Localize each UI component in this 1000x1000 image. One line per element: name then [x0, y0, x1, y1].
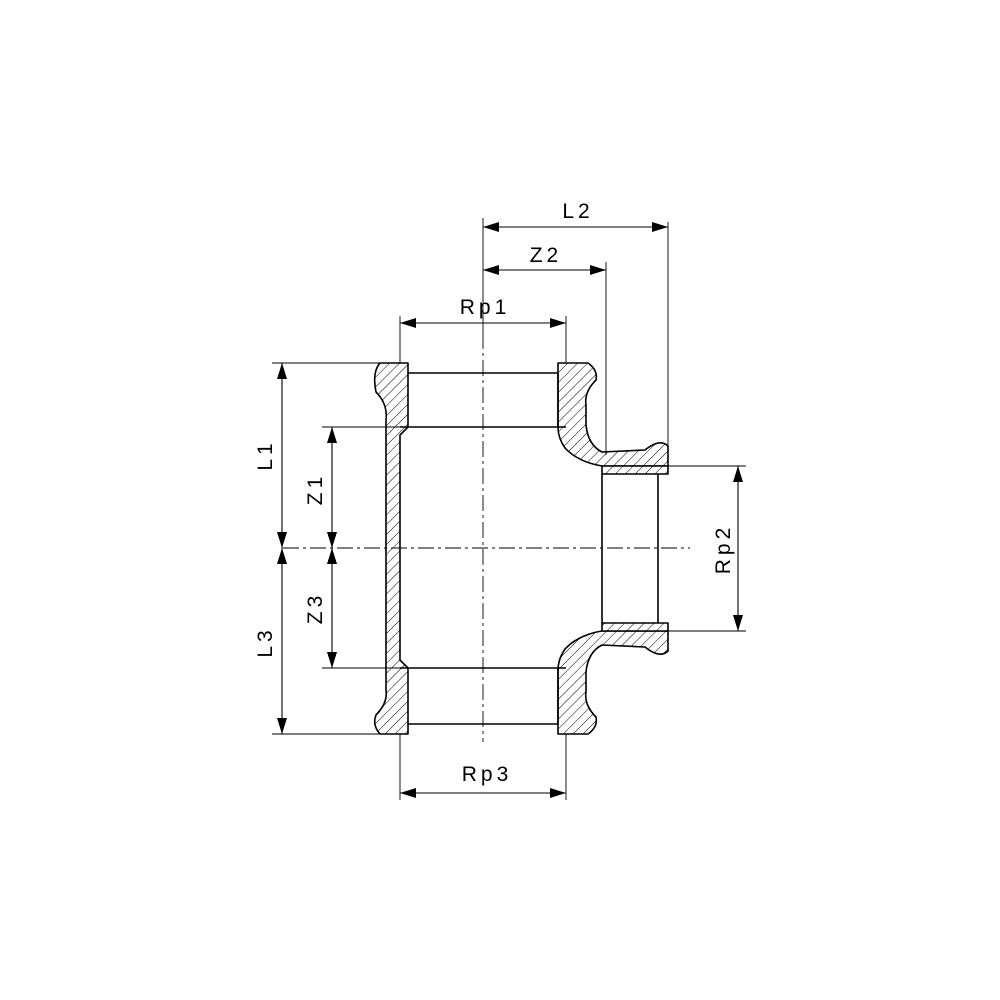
label-z2: Z2	[530, 244, 563, 267]
right-lower-wall	[557, 630, 669, 735]
dim-z1	[327, 427, 337, 548]
dim-l2	[483, 222, 668, 232]
dim-z3	[327, 548, 337, 668]
extension-lines	[272, 218, 746, 800]
label-z3: Z3	[304, 592, 327, 625]
label-z1: Z1	[304, 473, 327, 506]
dim-rp2	[733, 466, 743, 631]
label-rp3: Rp3	[462, 763, 513, 786]
label-rp2: Rp2	[712, 524, 735, 575]
center-lines	[283, 333, 690, 742]
dim-rp1	[400, 318, 566, 328]
label-rp1: Rp1	[460, 296, 511, 319]
dim-rp3	[400, 788, 566, 798]
bore-lines	[400, 372, 659, 725]
label-l3: L3	[254, 626, 277, 657]
section-walls	[373, 362, 669, 735]
right-upper-wall	[557, 362, 669, 467]
dim-z2	[483, 265, 606, 275]
dimension-lines	[277, 222, 743, 798]
dim-l1	[277, 363, 287, 548]
left-wall	[373, 362, 409, 735]
label-l1: L1	[254, 439, 277, 470]
branch-top-wall	[601, 465, 669, 475]
branch-bottom-wall	[601, 622, 669, 632]
dim-l3	[277, 548, 287, 734]
label-l2: L2	[562, 200, 593, 223]
